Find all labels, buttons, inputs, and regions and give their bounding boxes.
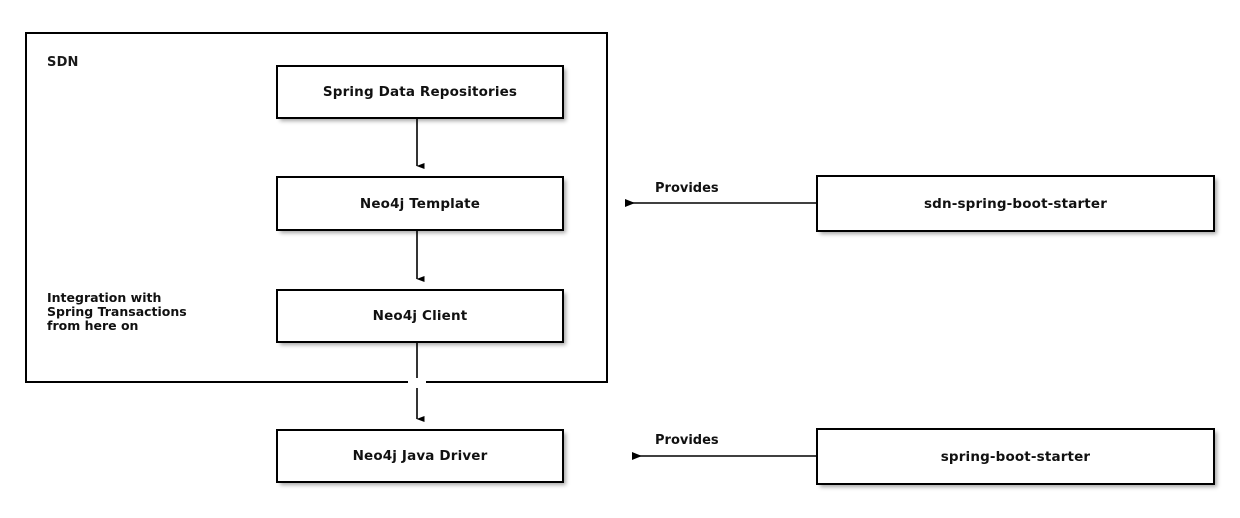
node-spring-data-repositories[interactable]: Spring Data Repositories <box>276 65 564 119</box>
node-neo4j-template[interactable]: Neo4j Template <box>276 176 564 231</box>
annotation-line-2: Spring Transactions <box>47 304 187 319</box>
node-neo4j-java-driver[interactable]: Neo4j Java Driver <box>276 429 564 483</box>
node-neo4j-java-driver-label: Neo4j Java Driver <box>352 448 488 464</box>
transactions-annotation: Integration with Spring Transactions fro… <box>47 291 187 333</box>
node-spring-boot-starter-label: spring-boot-starter <box>940 448 1091 465</box>
sdn-group-label: SDN <box>47 55 79 70</box>
annotation-line-1: Integration with <box>47 290 162 305</box>
group-border-gap <box>408 378 426 388</box>
node-neo4j-client-label: Neo4j Client <box>372 308 468 324</box>
node-sdn-spring-boot-starter[interactable]: sdn-spring-boot-starter <box>816 175 1215 232</box>
node-spring-boot-starter[interactable]: spring-boot-starter <box>816 428 1215 485</box>
node-sdn-spring-boot-starter-label: sdn-spring-boot-starter <box>923 195 1108 212</box>
sdn-group-box <box>25 32 608 383</box>
node-neo4j-client[interactable]: Neo4j Client <box>276 289 564 343</box>
edge-label-provides-sdn-starter: Provides <box>655 181 719 196</box>
annotation-line-3: from here on <box>47 318 139 333</box>
node-neo4j-template-label: Neo4j Template <box>359 195 481 212</box>
edge-label-provides-spring-starter: Provides <box>655 433 719 448</box>
node-spring-data-repositories-label: Spring Data Repositories <box>322 84 518 100</box>
